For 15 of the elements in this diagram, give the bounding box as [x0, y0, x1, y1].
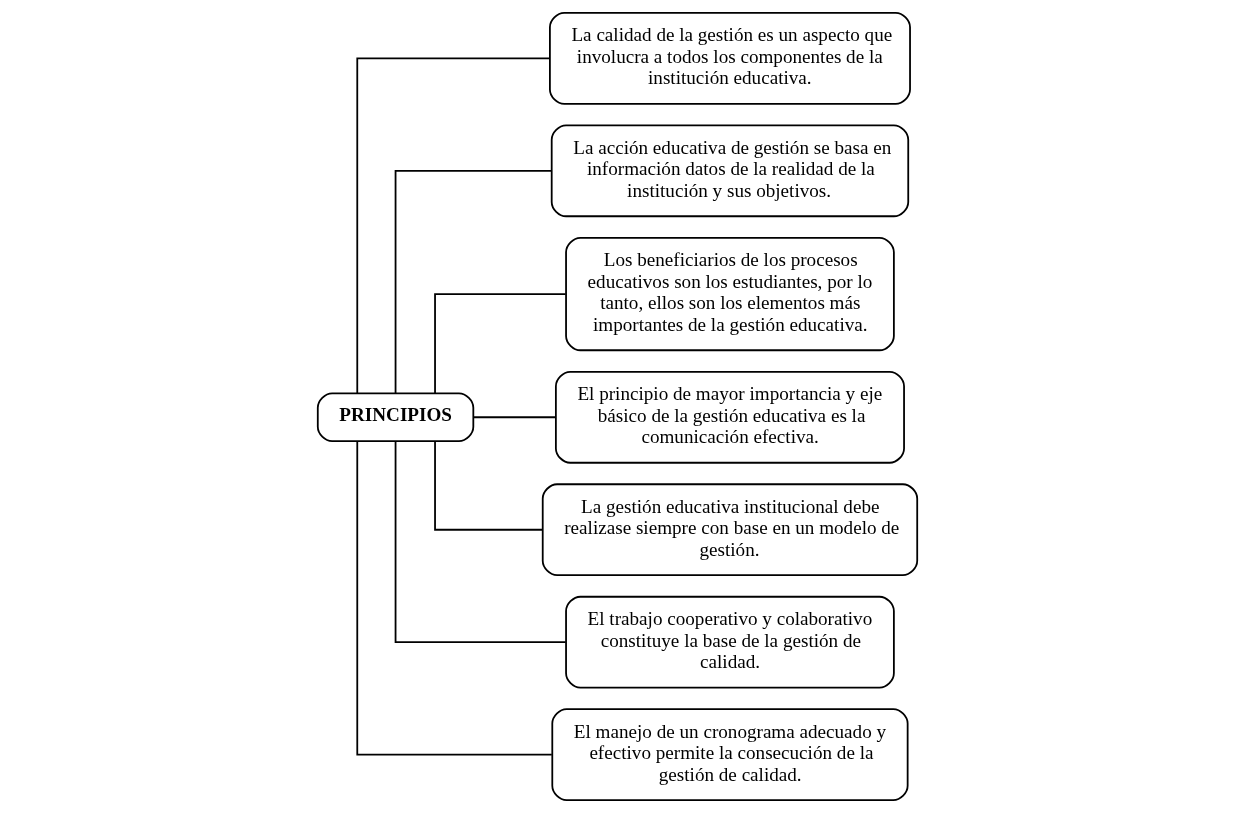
- connector: [434, 293, 567, 394]
- connector: [394, 440, 567, 644]
- connector: [394, 169, 553, 395]
- node-box: La calidad de la gestión es un aspecto que involucra a todos los componentes de la institución educativa.: [549, 11, 911, 105]
- connector: [356, 440, 553, 756]
- node-box: PRINCIPIOS: [316, 392, 475, 443]
- node-box: El principio de mayor importancia y eje básico de la gestión educativa es la comunicación efectiva.: [555, 370, 905, 464]
- node-box: Los beneficiarios de los procesos educativos son los estudiantes, por lo tanto, ellos son los elementos más importantes de la gestión educativa.: [565, 236, 895, 352]
- node-box: La gestión educativa institucional debe realizase siempre con base en un modelo de gestión.: [541, 483, 919, 577]
- connector: [434, 440, 544, 531]
- connector: [472, 416, 557, 419]
- node-box: El trabajo cooperativo y colaborativo constituye la base de la gestión de calidad.: [565, 595, 895, 689]
- node-box: La acción educativa de gestión se basa en información datos de la realidad de la institución y sus objetivos.: [550, 124, 910, 218]
- connector: [356, 57, 551, 395]
- node-box: El manejo de un cronograma adecuado y efectivo permite la consecución de la gestión de calidad.: [551, 708, 909, 802]
